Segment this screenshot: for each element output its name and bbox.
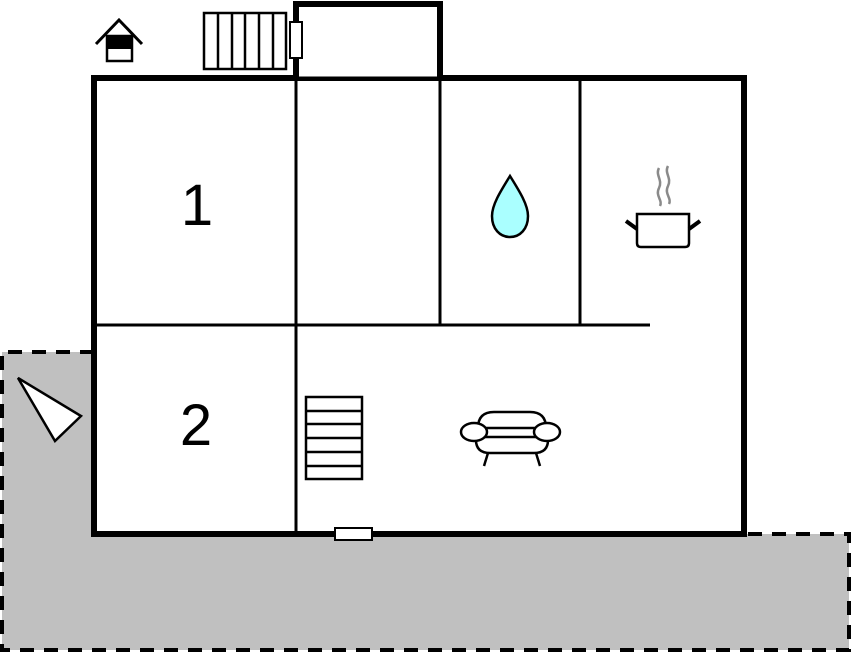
entrance-house-icon: [94, 17, 144, 63]
entrance-annex: [293, 1, 443, 78]
direction-arrow-icon: [16, 376, 84, 443]
front-door: [334, 527, 373, 541]
room-2-label: 2: [180, 393, 212, 458]
annex-door: [289, 21, 303, 59]
kitchen-pot-icon: [624, 165, 702, 249]
terrace-outdoor-area: [0, 350, 851, 652]
radiator-icon: [202, 11, 288, 71]
room-1-label: 1: [181, 173, 213, 238]
interior-walls: [94, 78, 650, 532]
bathroom-water-drop-icon: [490, 173, 530, 239]
staircase-icon: [304, 395, 364, 481]
living-room-sofa-icon: [459, 410, 562, 467]
house-outer-wall: [91, 75, 747, 537]
